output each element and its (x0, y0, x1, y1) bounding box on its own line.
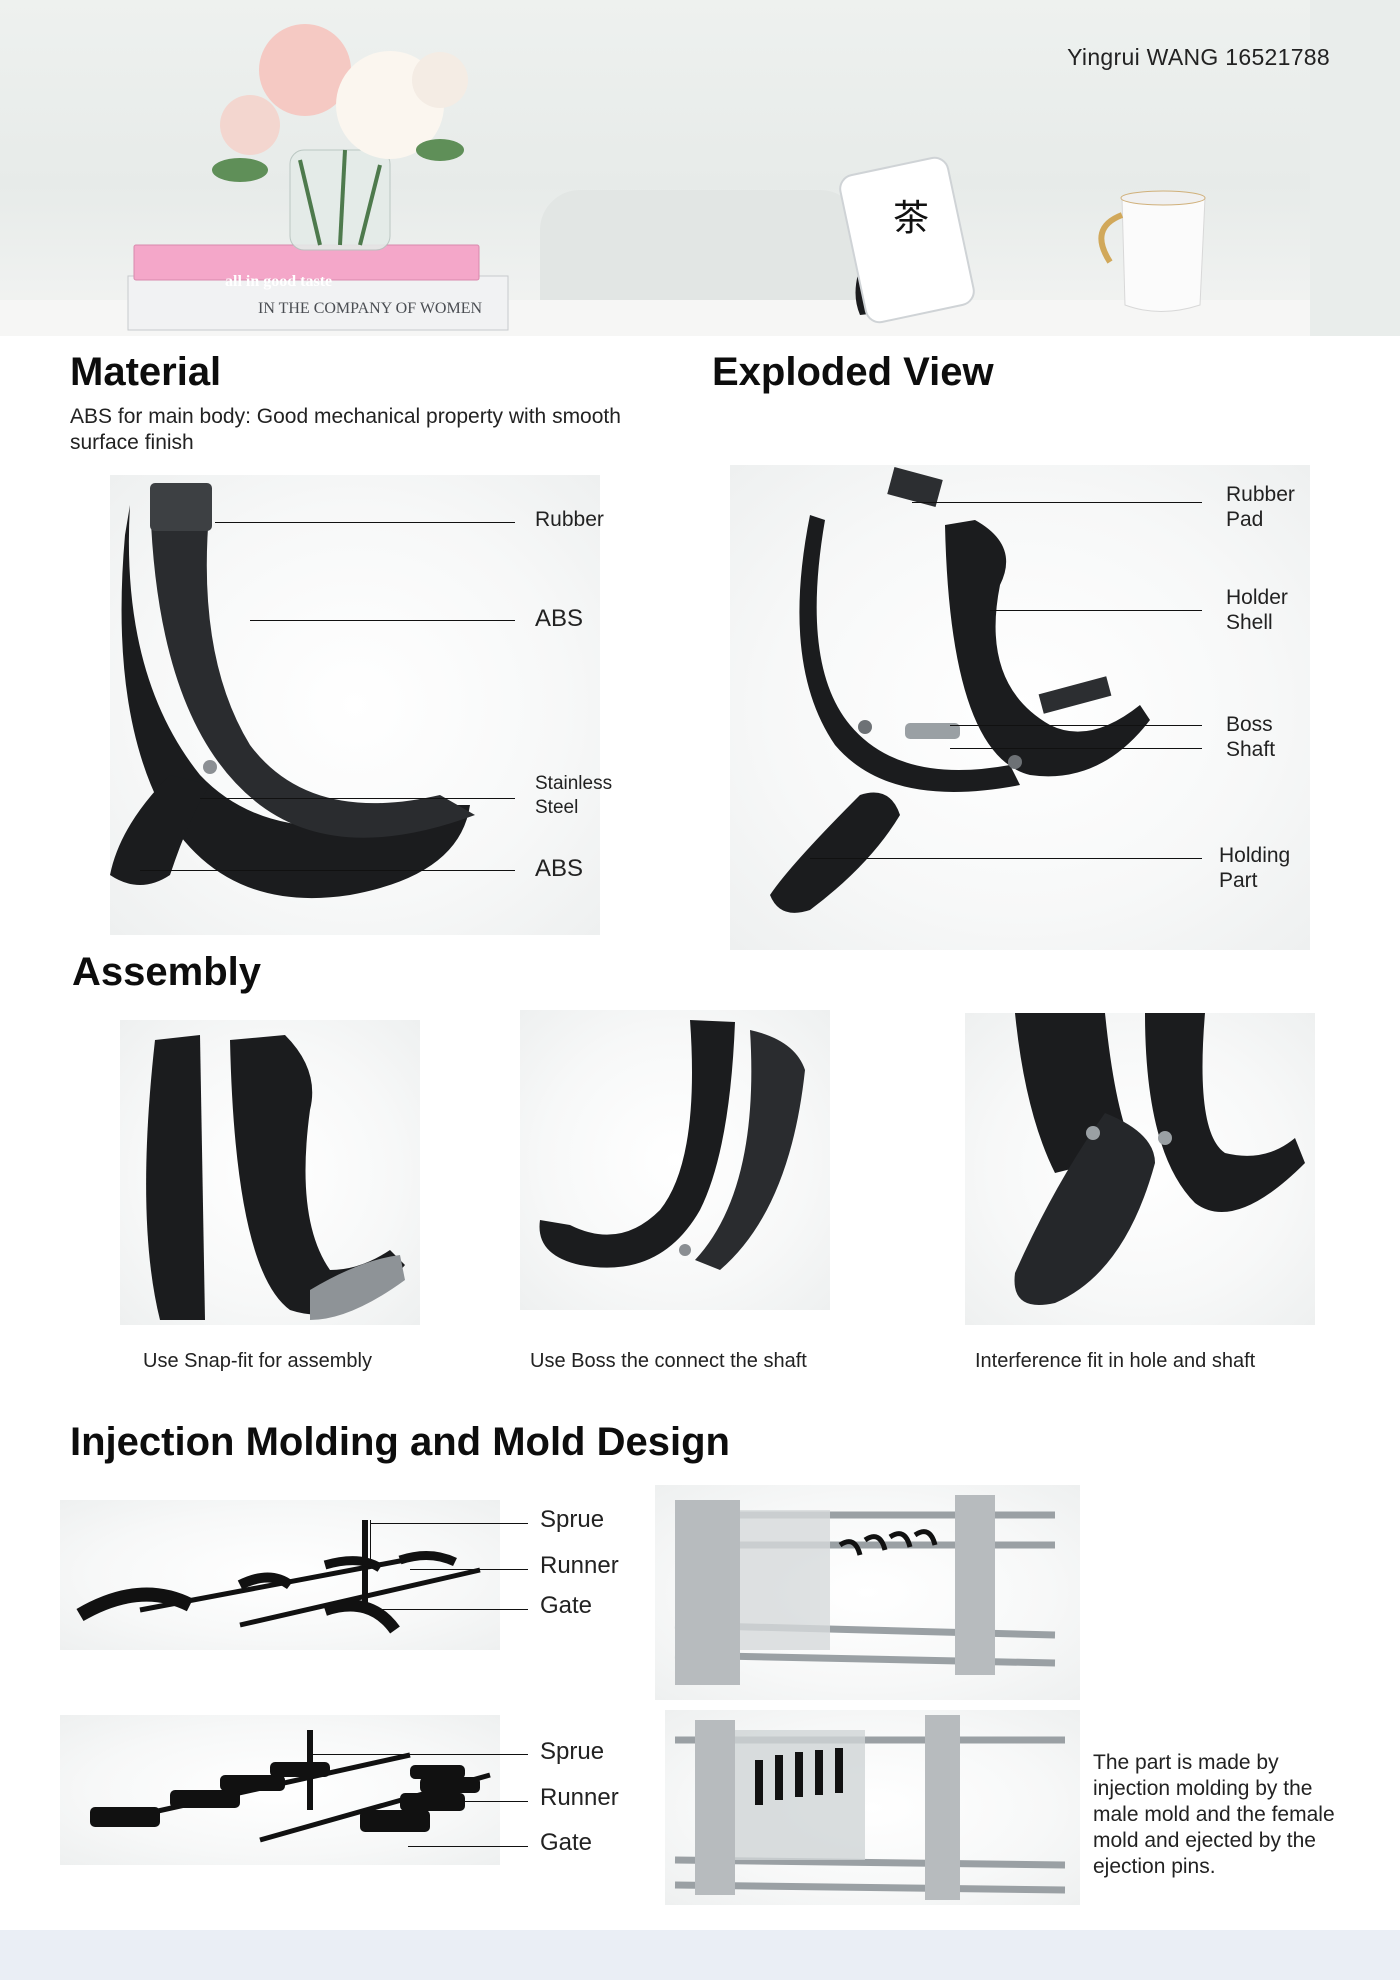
hero-illustration: all in good taste IN THE COMPANY OF WOME… (127, 24, 1206, 331)
exploded-title: Exploded View (712, 350, 994, 394)
peony-flower (220, 95, 280, 155)
label-sprue-2: Sprue (540, 1738, 605, 1765)
leader-gate-2 (408, 1846, 528, 1847)
peony-flower (412, 52, 468, 108)
runner-render-2 (60, 1715, 500, 1865)
phone (839, 156, 975, 324)
rubber-pad-part (887, 467, 943, 507)
holding-part-exploded (770, 792, 900, 913)
leader-steel (200, 798, 515, 799)
label-abs-base: ABS (535, 855, 584, 882)
label-rubber: Rubber (535, 508, 604, 531)
label-boss-shaft: Boss Shaft (1226, 713, 1276, 761)
molding-title: Injection Molding and Mold Design (70, 1420, 730, 1464)
label-runner-1: Runner (540, 1552, 619, 1579)
runner-layout-straight (90, 1730, 491, 1843)
label-runner-2: Runner (540, 1784, 619, 1811)
leader-sprue-1 (370, 1523, 528, 1524)
leaf (212, 158, 268, 182)
material-title: Material (70, 350, 222, 394)
holder-render-material (110, 483, 475, 899)
mold-render-1 (655, 1485, 1080, 1700)
sprue-marker-2 (310, 1752, 311, 1784)
label-rubber-pad: Rubber Pad (1226, 483, 1295, 531)
leader-runner-1 (410, 1569, 528, 1570)
mold-assembly-open (674, 1495, 1056, 1685)
peony-flower (259, 24, 351, 116)
author-name: Yingrui WANG 16521788 (1067, 44, 1330, 70)
material-render (110, 475, 600, 935)
holder-inner-face (150, 495, 475, 838)
leader-gate-1 (370, 1609, 528, 1610)
snapfit-render (146, 1035, 405, 1320)
book-bottom-title: IN THE COMPANY OF WOMEN (258, 300, 482, 317)
holder-render-exploded (770, 467, 1150, 913)
assembly-title: Assembly (72, 950, 261, 994)
shell-half-left (799, 515, 1020, 792)
label-gate-1: Gate (540, 1592, 593, 1619)
leader-abs-1 (250, 620, 515, 621)
book-bottom (127, 275, 509, 331)
chair-back (540, 190, 860, 320)
mold-assembly-closed (674, 1715, 1066, 1900)
leaf (416, 139, 464, 161)
rubber-pad-lower (1038, 676, 1112, 714)
steel-shaft-end (203, 760, 217, 774)
shell-half-right (945, 520, 1150, 777)
hero-photo: all in good taste IN THE COMPANY OF WOME… (0, 0, 1400, 336)
label-stainless-steel: Stainless Steel (535, 773, 613, 818)
label-sprue-1: Sprue (540, 1506, 605, 1533)
leader-shaft (950, 748, 1202, 749)
molding-note: The part is made by injection molding by… (1093, 1751, 1335, 1878)
boss-shaft-part (905, 723, 960, 739)
runner-render-1 (60, 1500, 500, 1650)
holding-part (110, 775, 210, 885)
leader-runner-2 (420, 1801, 528, 1802)
caption-interference-fit: Interference fit in hole and shaft (975, 1350, 1256, 1372)
label-abs: ABS (535, 605, 584, 632)
label-holder-shell: Holder Shell (1226, 586, 1288, 634)
leader-sprue-2 (310, 1754, 528, 1755)
caption-boss: Use Boss the connect the shaft (530, 1350, 807, 1372)
interference-fit-render (1014, 1013, 1305, 1305)
holder-body (121, 505, 471, 899)
leader-abs-2 (140, 870, 515, 871)
book-top-title: all in good taste (225, 273, 332, 290)
footer-band (0, 1930, 1400, 1980)
leader-rubber-pad (912, 502, 1202, 503)
leader-holder-shell (990, 610, 1202, 611)
assembly-render-2 (520, 1010, 830, 1310)
boss-render (539, 1020, 805, 1270)
phone-screen-glyph: 茶 (893, 198, 929, 239)
leader-boss (950, 725, 1202, 726)
caption-snap-fit: Use Snap-fit for assembly (143, 1350, 372, 1372)
exploded-render (730, 465, 1310, 950)
assembly-render-3 (965, 1013, 1315, 1325)
label-gate-2: Gate (540, 1829, 593, 1856)
assembly-render-1 (120, 1020, 420, 1325)
leader-rubber (215, 522, 515, 523)
cup-handle (1098, 212, 1124, 264)
label-holding-part: Holding Part (1219, 844, 1291, 892)
mold-render-2 (665, 1710, 1080, 1905)
runner-layout-curved (76, 1520, 481, 1634)
material-description: ABS for main body: Good mechanical prope… (70, 405, 621, 454)
wall (1310, 0, 1400, 336)
leader-holding-part (810, 858, 1202, 859)
tea-cup (1121, 197, 1206, 312)
rubber-pad (150, 483, 212, 531)
sprue-marker-1 (370, 1520, 371, 1560)
